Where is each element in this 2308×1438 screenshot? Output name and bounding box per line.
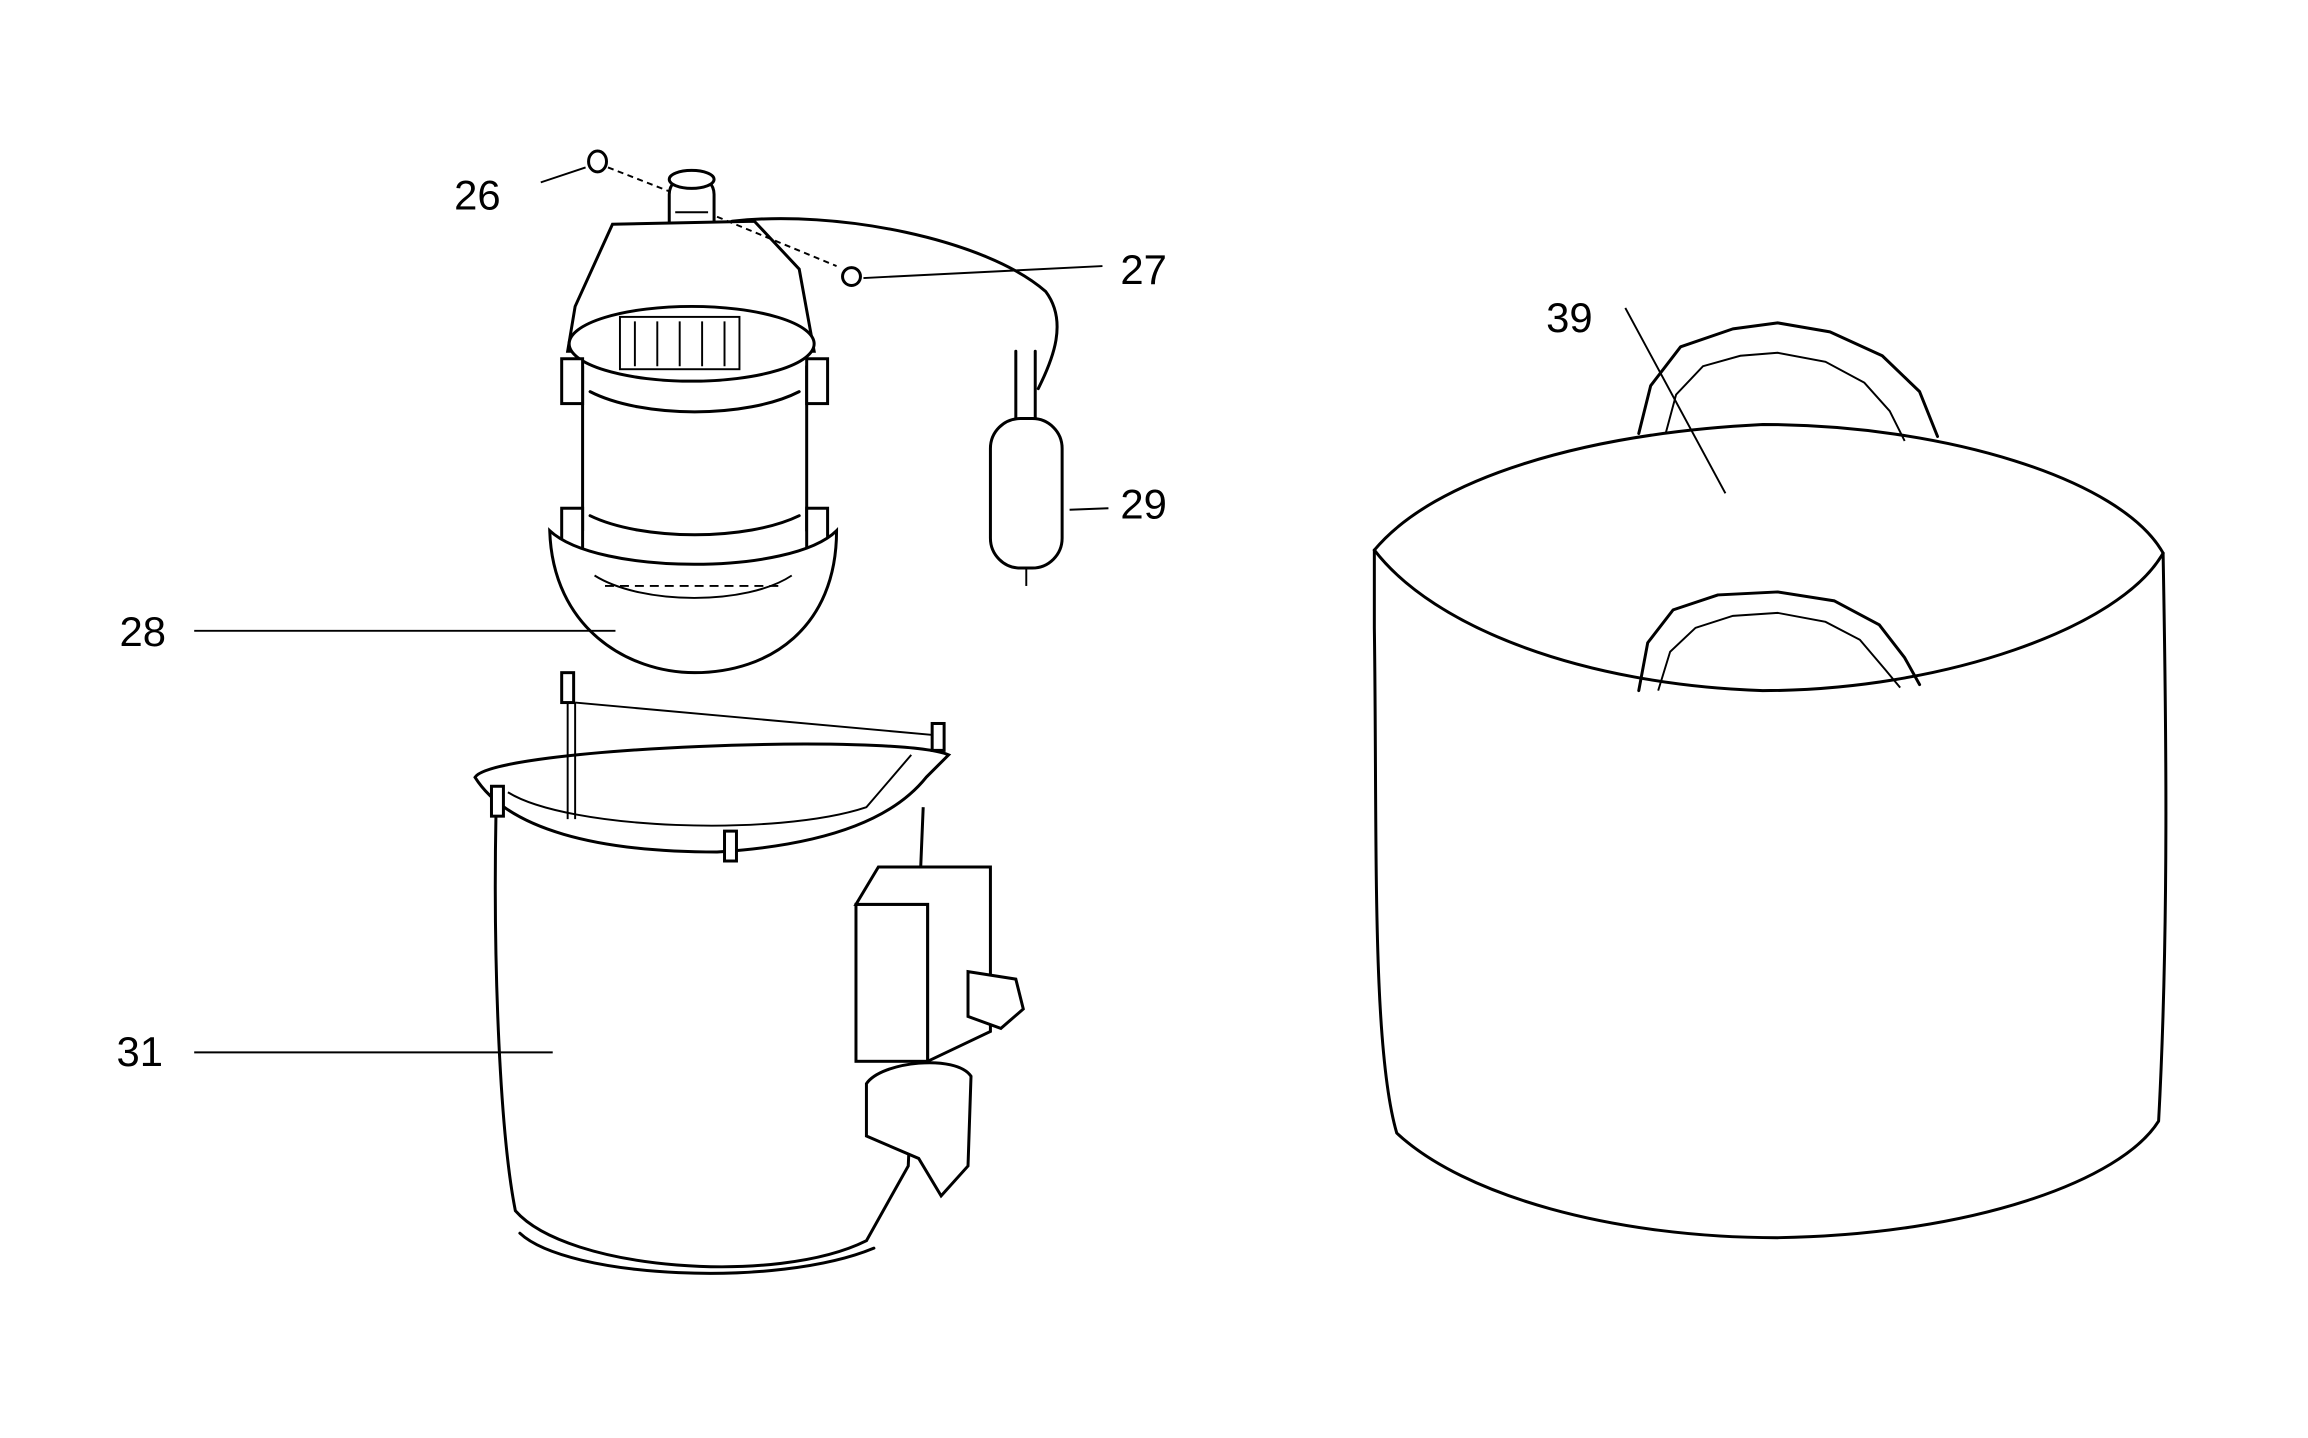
label-31: 31 bbox=[117, 1028, 164, 1075]
label-28: 28 bbox=[120, 608, 167, 655]
filter-bag bbox=[1372, 321, 2168, 1240]
label-27: 27 bbox=[1120, 246, 1167, 293]
housing bbox=[473, 671, 1025, 1275]
nut bbox=[587, 149, 608, 174]
capacitor bbox=[730, 217, 1064, 586]
motor bbox=[548, 168, 839, 675]
label-26: 26 bbox=[454, 171, 501, 218]
label-39: 39 bbox=[1546, 294, 1593, 341]
label-29: 29 bbox=[1120, 481, 1167, 528]
screw bbox=[841, 266, 862, 288]
